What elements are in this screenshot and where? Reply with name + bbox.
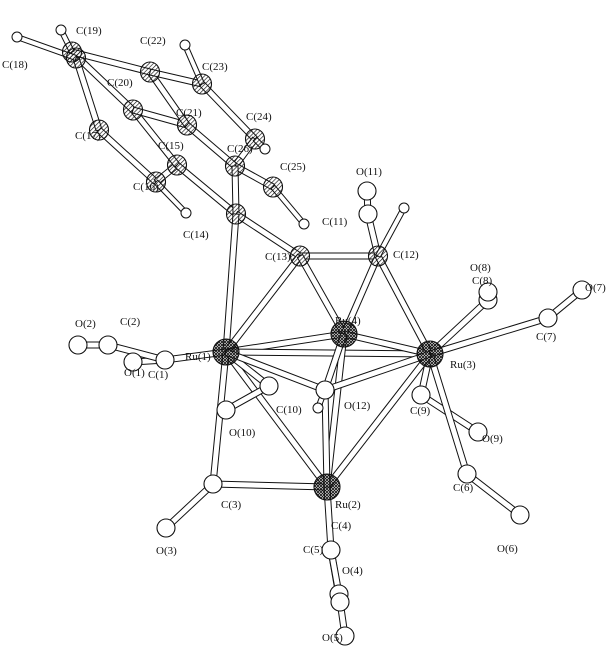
atom-label-C7: C(7)	[536, 331, 557, 343]
atom-C10	[259, 376, 279, 396]
atom-label-C6: C(6)	[453, 482, 474, 494]
atom-C20	[122, 99, 144, 121]
atom-O6	[510, 505, 530, 525]
atom-H12	[398, 202, 410, 214]
atom-label-C15: C(15)	[158, 140, 184, 152]
atom-label-C2: C(2)	[120, 316, 141, 328]
atom-O7	[572, 280, 592, 300]
atom-label-C20: C(20)	[107, 77, 133, 89]
atom-H18	[11, 31, 23, 43]
atom-O4	[330, 592, 350, 612]
atom-C6	[457, 464, 477, 484]
atom-O9	[468, 422, 488, 442]
atom-label-C12: C(12)	[393, 249, 419, 261]
atom-label-O4: O(4)	[342, 565, 363, 577]
bond-C3-Ru2	[212, 480, 328, 491]
atom-O10	[216, 400, 236, 420]
atom-label-C26: C(26)	[227, 143, 253, 155]
atom-H25	[298, 218, 310, 230]
atom-label-O12: O(12)	[344, 400, 371, 412]
atom-Ru4	[330, 320, 358, 348]
atom-label-O6: O(6)	[497, 543, 518, 555]
atom-label-Ru4: Ru(4)	[335, 315, 361, 327]
atom-label-C18: C(18)	[2, 59, 28, 71]
bond-Ru2-O12	[321, 389, 331, 488]
atom-C4	[321, 540, 341, 560]
atom-H19	[55, 24, 67, 36]
atom-label-C16: C(16)	[133, 181, 159, 193]
atom-C24	[244, 128, 266, 150]
atom-label-Ru2: Ru(2)	[335, 499, 361, 511]
atom-label-C11: C(11)	[322, 216, 348, 228]
bond-Ru1-C14	[222, 213, 240, 353]
atom-C26	[224, 155, 246, 177]
atom-Ru3	[416, 340, 444, 368]
atom-label-C19: C(19)	[76, 25, 102, 37]
atom-C21	[176, 114, 198, 136]
atom-label-C9: C(9)	[410, 405, 431, 417]
atom-label-C21: C(21)	[176, 107, 202, 119]
atom-label-C5: C(5)	[303, 544, 324, 556]
atom-H24	[259, 143, 271, 155]
atom-label-C23: C(23)	[202, 61, 228, 73]
atom-H16	[180, 207, 192, 219]
atom-label-O3: O(3)	[156, 545, 177, 557]
atom-label-C24: C(24)	[246, 111, 272, 123]
atom-label-O5: O(5)	[322, 632, 343, 644]
atom-O11	[357, 181, 377, 201]
atom-O1	[123, 352, 143, 372]
atom-label-C10: C(10)	[276, 404, 302, 416]
atom-C9	[411, 385, 431, 405]
atom-label-O9: O(9)	[482, 433, 503, 445]
atom-label-C1: C(1)	[148, 369, 169, 381]
atom-label-O1: O(1)	[124, 367, 145, 379]
atom-C19	[61, 41, 83, 63]
atom-label-C8: C(8)	[472, 275, 493, 287]
bond-C13-C12	[299, 252, 379, 260]
atom-label-C22: C(22)	[140, 35, 166, 47]
atom-O3	[156, 518, 176, 538]
atom-C1	[155, 350, 175, 370]
atom-label-C13: C(13)	[265, 251, 291, 263]
atom-label-O2: O(2)	[75, 318, 96, 330]
atom-Ru1	[212, 338, 240, 366]
atom-label-C14: C(14)	[183, 229, 209, 241]
atom-Ru2	[313, 473, 341, 501]
atom-C25	[262, 176, 284, 198]
atom-C16	[145, 171, 167, 193]
atom-label-C3: C(3)	[221, 499, 242, 511]
atom-C7	[538, 308, 558, 328]
atom-H23	[179, 39, 191, 51]
atom-C23	[191, 73, 213, 95]
atom-C3	[203, 474, 223, 494]
bond-Ru3-C6	[426, 352, 471, 476]
atom-label-O11: O(11)	[356, 166, 382, 178]
atom-C15	[166, 154, 188, 176]
atom-C17	[88, 119, 110, 141]
atom-O5	[335, 626, 355, 646]
atom-label-C4: C(4)	[331, 520, 352, 532]
atoms	[11, 24, 592, 646]
atom-label-Ru3: Ru(3)	[450, 359, 476, 371]
atom-label-O10: O(10)	[229, 427, 256, 439]
atom-C22	[139, 61, 161, 83]
atom-C14	[225, 203, 247, 225]
atom-label-C25: C(25)	[280, 161, 306, 173]
atom-label-C17: C(17)	[75, 130, 101, 142]
atom-C13	[289, 245, 311, 267]
atom-label-O8: O(8)	[470, 262, 491, 274]
atom-O2	[68, 335, 88, 355]
atom-C2	[98, 335, 118, 355]
atom-C11	[358, 204, 378, 224]
atom-O8	[478, 282, 498, 302]
atom-C12	[367, 245, 389, 267]
atom-label-Ru1: Ru(1)	[185, 351, 211, 363]
bonds	[15, 28, 585, 637]
atom-O12	[315, 380, 335, 400]
atom-label-O7: O(7)	[585, 282, 606, 294]
atom-labels: C(18) C(19) C(22) C(23) C(20) C(21) C(24) C(17)…	[2, 25, 606, 644]
atom-H12b	[312, 402, 324, 414]
